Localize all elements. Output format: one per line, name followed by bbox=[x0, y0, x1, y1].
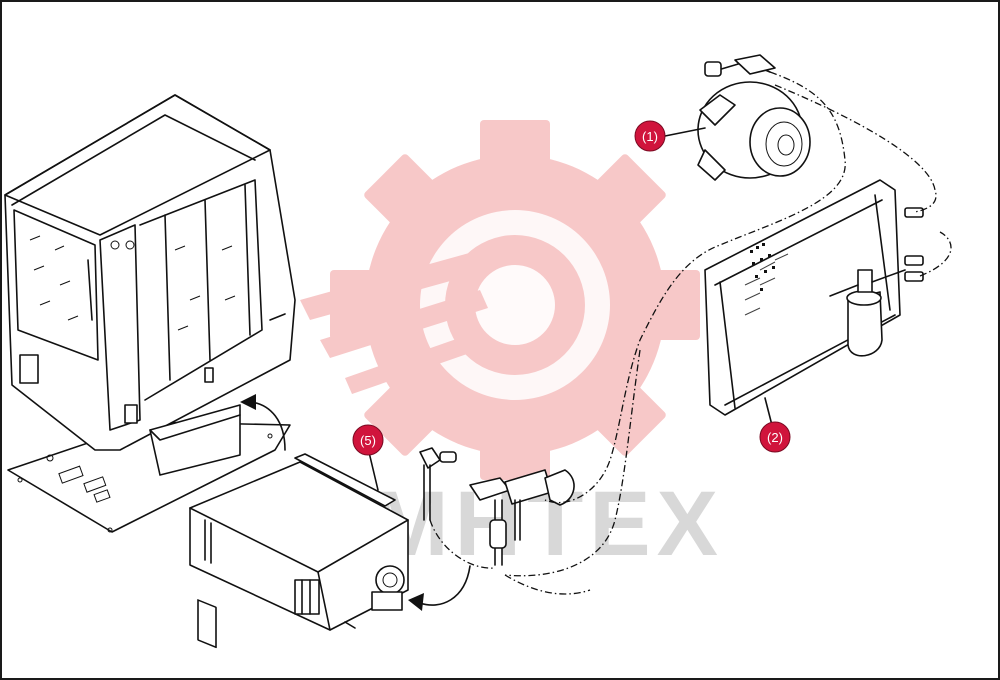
condenser-core bbox=[704, 179, 901, 416]
install-arrow-up-icon bbox=[240, 394, 286, 451]
hose-fittings bbox=[419, 447, 575, 566]
receiver-drier bbox=[829, 269, 906, 357]
callout-label-1: (1) bbox=[642, 129, 658, 144]
callout-condenser: (2) bbox=[759, 421, 791, 453]
compressor bbox=[697, 54, 811, 181]
hvac-unit bbox=[189, 453, 409, 649]
install-arrow-left-icon bbox=[408, 565, 471, 611]
hvac-unit-body bbox=[189, 461, 409, 631]
condenser bbox=[704, 179, 924, 416]
operator-cab bbox=[4, 94, 296, 533]
callout-1-leader bbox=[664, 127, 706, 137]
callout-label-5: (5) bbox=[360, 433, 376, 448]
callout-hvac-unit: (5) bbox=[352, 424, 384, 456]
callout-compressor: (1) bbox=[634, 120, 666, 152]
refrigerant-lines bbox=[429, 71, 952, 595]
callout-label-2: (2) bbox=[767, 430, 783, 445]
